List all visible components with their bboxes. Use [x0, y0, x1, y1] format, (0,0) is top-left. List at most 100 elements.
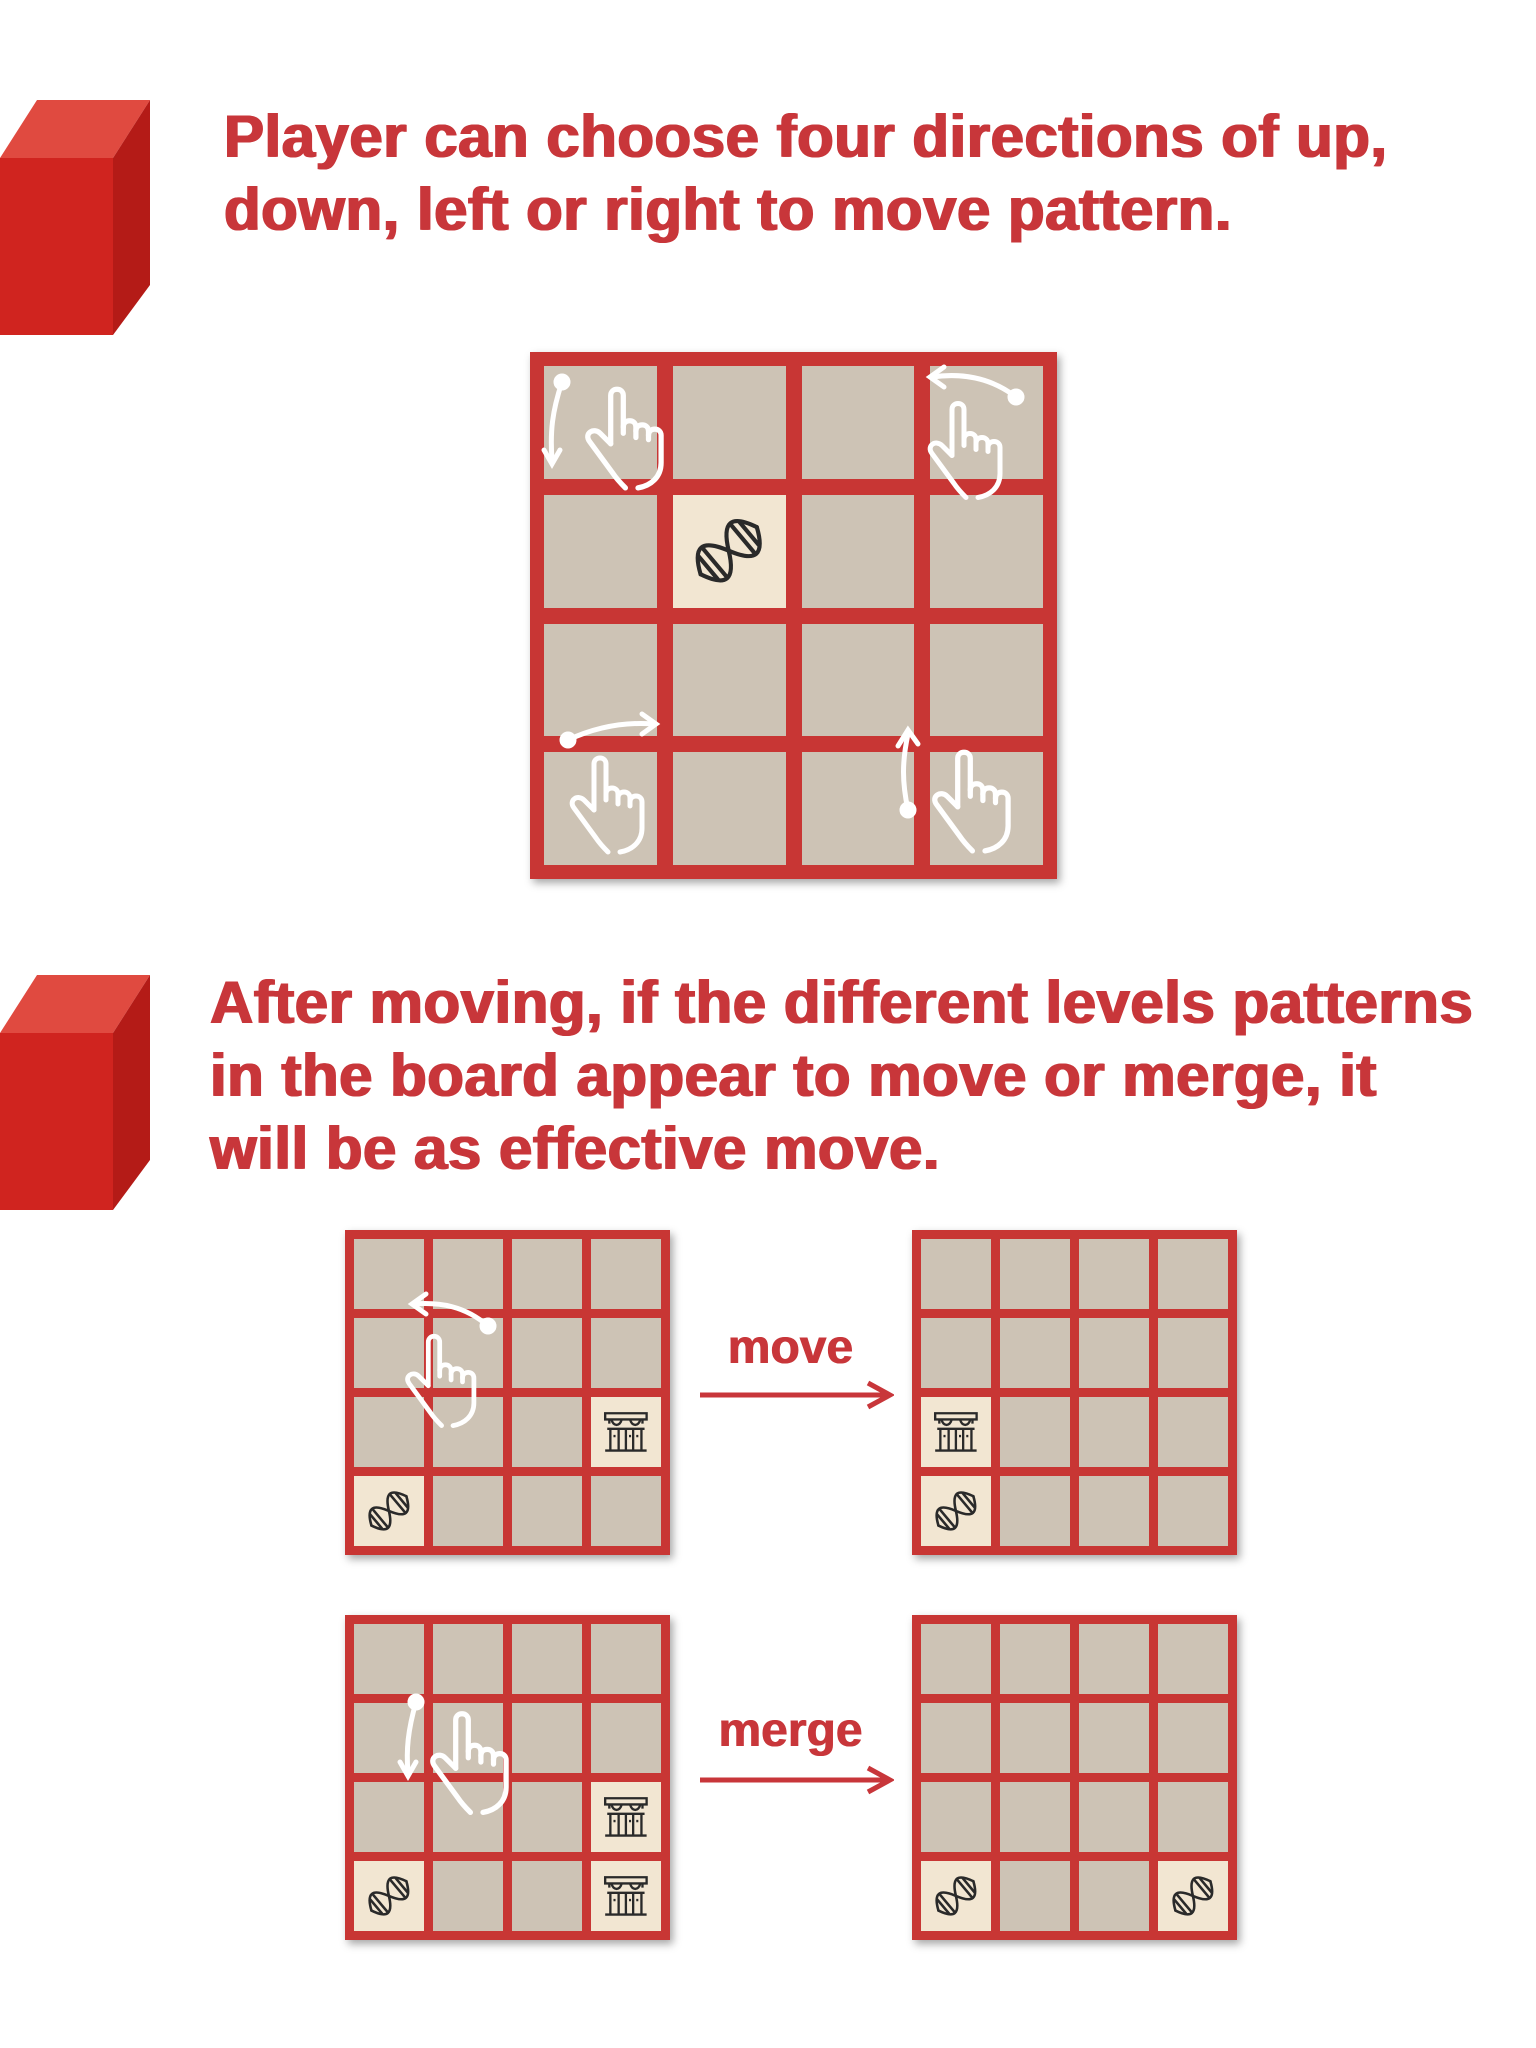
- board-cell: [591, 1624, 661, 1694]
- building-icon: [604, 1412, 648, 1452]
- dna-icon: [687, 509, 770, 592]
- cube-icon: [0, 975, 150, 1210]
- board-cell: [1158, 1397, 1228, 1467]
- building-icon: [604, 1797, 648, 1837]
- board-cell: [921, 1782, 991, 1852]
- board-cell: [672, 752, 786, 865]
- board-cell: [1000, 1782, 1070, 1852]
- right-arrow-icon: [700, 1765, 894, 1795]
- board-cell: [930, 752, 1043, 865]
- dna-icon: [930, 1485, 982, 1537]
- board-cell: [591, 1703, 661, 1773]
- board-cell: [1158, 1476, 1228, 1546]
- rule-effective-move-text: After moving, if the different levels pa…: [210, 969, 1474, 1182]
- board-cell: [544, 494, 657, 608]
- right-arrow-icon: [700, 1380, 894, 1410]
- board-cell: [921, 1239, 991, 1309]
- board-cell: [1079, 1782, 1149, 1852]
- cube-icon: [0, 100, 150, 335]
- board-cell: [1079, 1318, 1149, 1388]
- dna-icon: [363, 1485, 415, 1537]
- board-cell: [512, 1318, 582, 1388]
- board-cell: [1158, 1624, 1228, 1694]
- dna-icon: [930, 1870, 982, 1922]
- board-cell: [354, 1624, 424, 1694]
- board-cell: [1000, 1239, 1070, 1309]
- board-cell: [433, 1624, 503, 1694]
- pattern-tile: [921, 1861, 991, 1931]
- board-cell: [1000, 1624, 1070, 1694]
- board-cell: [433, 1397, 503, 1467]
- board-cell: [1079, 1476, 1149, 1546]
- board-cell: [1000, 1703, 1070, 1773]
- board-cell: [512, 1476, 582, 1546]
- board-cell: [930, 494, 1043, 608]
- board-cell: [354, 1397, 424, 1467]
- board-cell: [512, 1782, 582, 1852]
- board-cell: [591, 1239, 661, 1309]
- board-cell: [512, 1624, 582, 1694]
- board-cell: [801, 752, 915, 865]
- board-cell: [544, 623, 657, 737]
- board-cell: [801, 366, 915, 479]
- merge-label: merge: [717, 1704, 863, 1757]
- board-cell: [354, 1782, 424, 1852]
- board-cell: [921, 1624, 991, 1694]
- board-cell: [672, 623, 786, 737]
- pattern-tile: [672, 494, 786, 608]
- move-after-board: [912, 1230, 1237, 1555]
- board-cell: [1079, 1397, 1149, 1467]
- pattern-tile: [354, 1861, 424, 1931]
- move-label: move: [727, 1321, 853, 1374]
- pattern-tile: [591, 1397, 661, 1467]
- dna-icon: [1167, 1870, 1219, 1922]
- board-cell: [1158, 1239, 1228, 1309]
- board-cell: [1000, 1318, 1070, 1388]
- board-cell: [921, 1318, 991, 1388]
- board-cell: [433, 1476, 503, 1546]
- board-cell: [1079, 1861, 1149, 1931]
- board-cell: [1158, 1318, 1228, 1388]
- merge-after-board: [912, 1615, 1237, 1940]
- board-cell: [1158, 1782, 1228, 1852]
- building-icon: [604, 1876, 648, 1916]
- pattern-tile: [921, 1397, 991, 1467]
- board-cell: [930, 623, 1043, 737]
- board-cell: [433, 1703, 503, 1773]
- board-cell: [354, 1318, 424, 1388]
- board-cell: [1000, 1861, 1070, 1931]
- board-cell: [1079, 1239, 1149, 1309]
- board-cell: [1000, 1476, 1070, 1546]
- board-cell: [930, 366, 1043, 479]
- board-cell: [672, 366, 786, 479]
- pattern-tile: [354, 1476, 424, 1546]
- board-cell: [591, 1318, 661, 1388]
- directions-board: [530, 352, 1057, 879]
- board-cell: [433, 1782, 503, 1852]
- board-cell: [921, 1703, 991, 1773]
- board-cell: [512, 1397, 582, 1467]
- board-cell: [433, 1318, 503, 1388]
- board-cell: [512, 1703, 582, 1773]
- board-cell: [433, 1861, 503, 1931]
- merge-before-board: [345, 1615, 670, 1940]
- board-cell: [354, 1239, 424, 1309]
- board-cell: [544, 752, 657, 865]
- board-cell: [591, 1476, 661, 1546]
- move-before-board: [345, 1230, 670, 1555]
- board-cell: [1000, 1397, 1070, 1467]
- pattern-tile: [591, 1782, 661, 1852]
- building-icon: [934, 1412, 978, 1452]
- pattern-tile: [921, 1476, 991, 1546]
- board-cell: [801, 494, 915, 608]
- board-cell: [544, 366, 657, 479]
- dna-icon: [363, 1870, 415, 1922]
- board-cell: [1079, 1624, 1149, 1694]
- pattern-tile: [591, 1861, 661, 1931]
- board-cell: [1079, 1703, 1149, 1773]
- rule-directions-text: Player can choose four directions of up,…: [224, 103, 1388, 243]
- board-cell: [801, 623, 915, 737]
- board-cell: [354, 1703, 424, 1773]
- board-cell: [433, 1239, 503, 1309]
- board-cell: [512, 1861, 582, 1931]
